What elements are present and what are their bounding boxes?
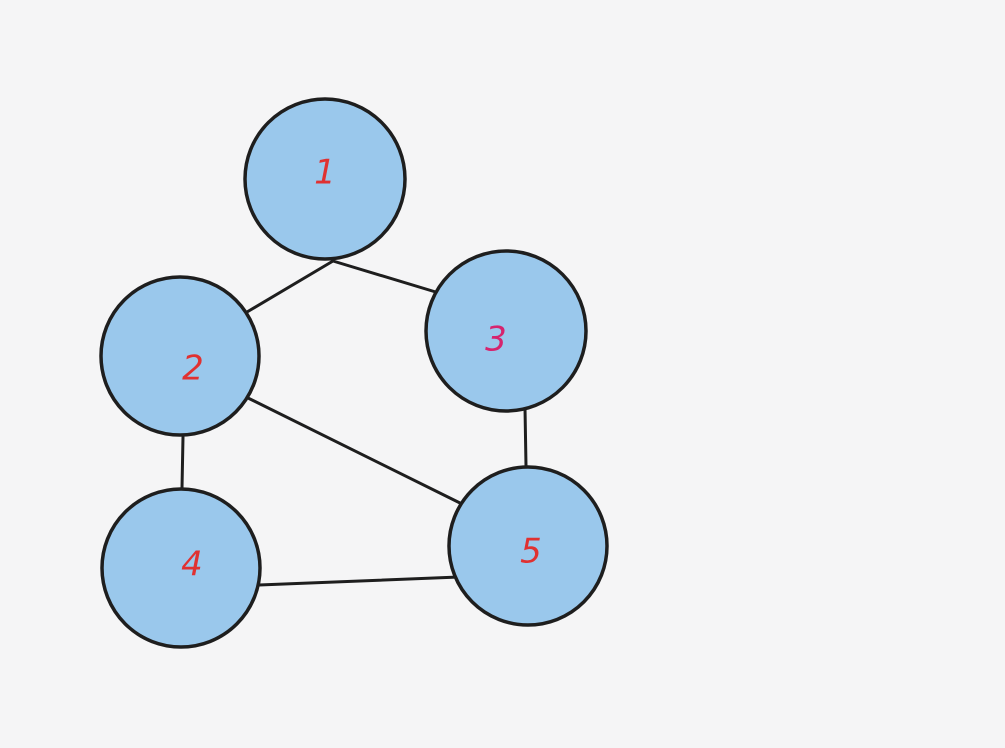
graph-node-2[interactable]: 2 [99,275,261,437]
graph-edge-3-5[interactable] [523,406,528,468]
graph-node-3[interactable]: 3 [424,249,588,413]
graph-node-circle-3[interactable] [424,249,588,413]
graph-edge-2-5[interactable] [246,396,462,505]
nodes-layer: 12 34 5 [99,97,609,649]
edges-layer [180,259,528,587]
graph-node-circle-5[interactable] [447,465,609,627]
graph-node-1[interactable]: 1 [243,97,407,261]
graph-node-4[interactable]: 4 [100,487,262,649]
graph-edge-1-2[interactable] [245,259,335,314]
graph-node-circle-1[interactable] [243,97,407,261]
graph-edge-4-5[interactable] [257,575,461,587]
graph-edge-1-3[interactable] [331,259,441,295]
graph-node-5[interactable]: 5 [447,465,609,627]
graph-node-circle-2[interactable] [99,275,261,437]
graph-node-circle-4[interactable] [100,487,262,649]
graph-edge-2-4[interactable] [180,435,185,490]
